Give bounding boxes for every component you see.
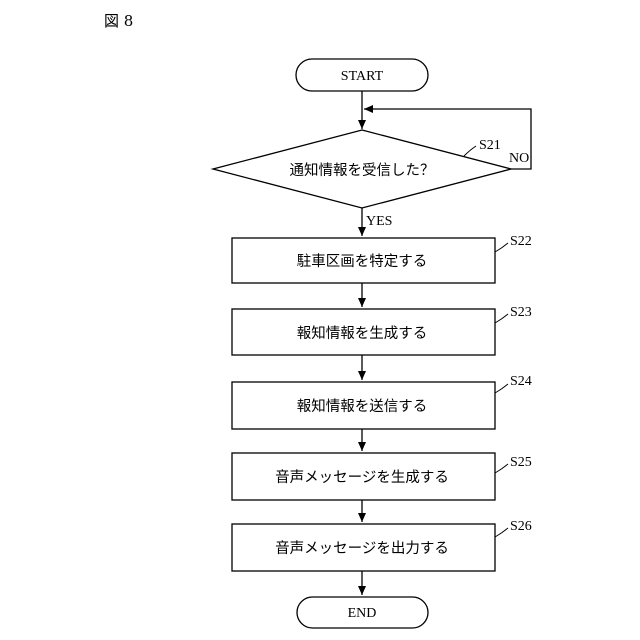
start-terminal: START (296, 59, 428, 91)
process-box-s24: 報知情報を送信する (232, 382, 495, 429)
process-text-s22: 駐車区画を特定する (297, 253, 428, 270)
process-text-s26: 音声メッセージを出力する (275, 539, 449, 557)
end-terminal: END (297, 597, 428, 628)
step-label-s26: S26 (510, 519, 532, 534)
process-box-s22: 駐車区画を特定する (232, 238, 495, 283)
process-text-s23: 報知情報を生成する (297, 325, 428, 342)
no-label: NO (509, 151, 529, 166)
step-label-s22: S22 (510, 234, 532, 249)
step-label-s25: S25 (510, 455, 532, 470)
decision-text: 通知情報を受信した？ (290, 162, 435, 179)
step-leader-s23 (495, 314, 508, 323)
step-label-s24: S24 (510, 374, 532, 389)
process-text-s25: 音声メッセージを生成する (275, 468, 449, 486)
process-box-s26: 音声メッセージを出力する (232, 524, 495, 571)
yes-label: YES (366, 214, 392, 229)
step-leader-s21 (464, 146, 476, 156)
step-label-s23: S23 (510, 305, 532, 320)
end-label: END (348, 606, 377, 621)
step-leader-s24 (495, 384, 508, 393)
step-leader-s25 (495, 464, 508, 473)
process-box-s23: 報知情報を生成する (232, 309, 495, 355)
process-box-s25: 音声メッセージを生成する (232, 453, 495, 500)
step-label-s21: S21 (479, 138, 501, 153)
step-leader-s26 (495, 528, 508, 537)
start-label: START (341, 69, 384, 84)
decision-diamond: 通知情報を受信した？ (213, 130, 511, 208)
figure-label: 図 8 (104, 12, 133, 30)
step-leader-s22 (495, 243, 508, 252)
process-text-s24: 報知情報を送信する (297, 398, 428, 415)
